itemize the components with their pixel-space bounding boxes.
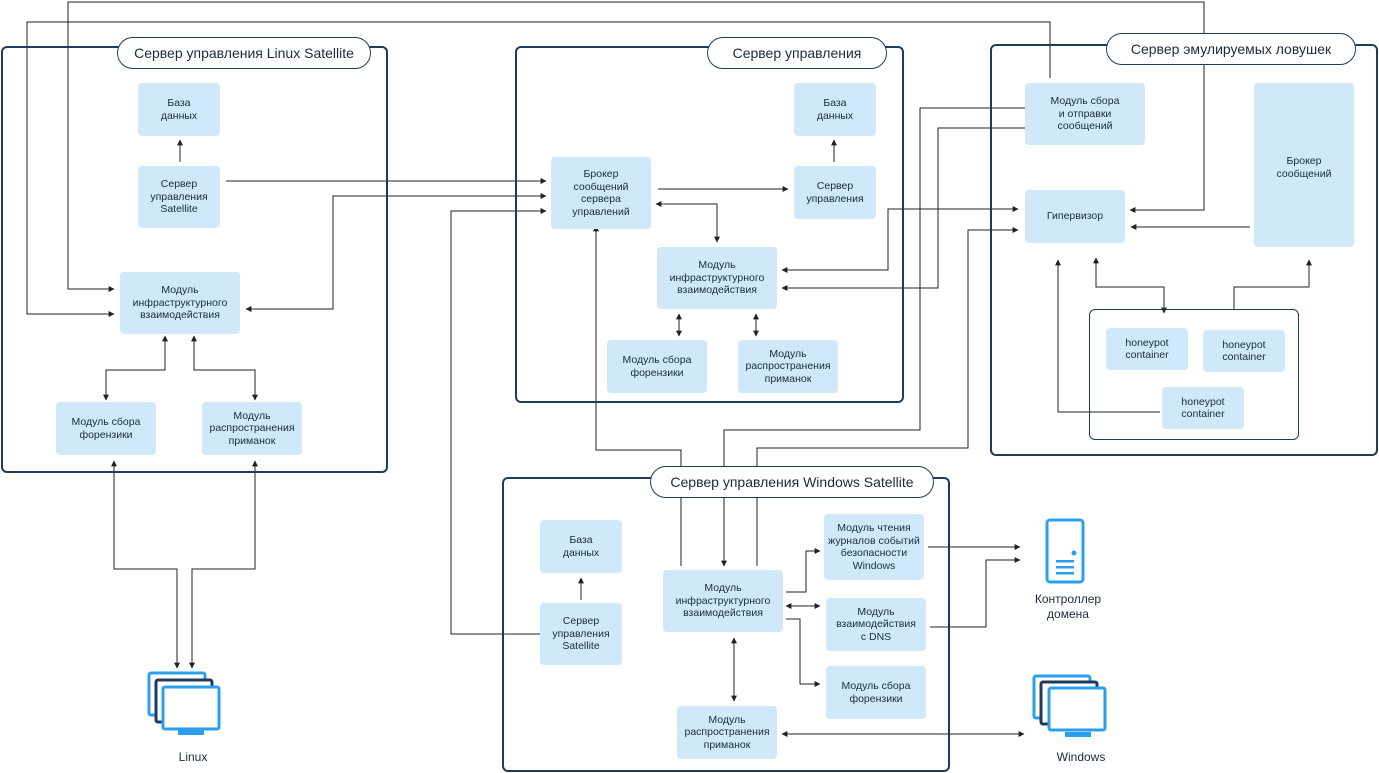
honeypot-message-broker: Брокер сообщений <box>1254 83 1354 247</box>
domain-controller-label: Контроллер домена <box>1034 592 1102 621</box>
windows-satellite-server: Сервер управления Satellite <box>540 603 622 665</box>
mgmt-message-broker: Брокер сообщений сервера управлений <box>551 157 651 229</box>
windows-dns-module: Модуль взаимодействия с DNS <box>826 598 926 651</box>
windows-infra-module: Модуль инфраструктурного взаимодействия <box>663 570 783 632</box>
windows-hosts-icon <box>1032 674 1107 737</box>
linux-hosts-icon <box>147 671 221 735</box>
linux-decoys-module: Модуль распространения приманок <box>202 402 302 455</box>
honeypot-collector-module: Модуль сбора и отправки сообщений <box>1025 83 1145 145</box>
windows-hosts-label: Windows <box>1056 750 1106 764</box>
edge-linux-forensics-hosts <box>111 460 180 669</box>
mgmt-decoys-module: Модуль распространения приманок <box>738 340 838 393</box>
windows-forensics-module: Модуль сбора форензики <box>826 666 926 719</box>
linux-database: База данных <box>138 83 220 136</box>
honeypot-container-3: honeypot container <box>1162 387 1244 429</box>
mgmt-panel-title: Сервер управления <box>707 37 887 69</box>
linux-forensics-module: Модуль сбора форензики <box>56 402 156 455</box>
windows-decoys-module: Модуль распространения приманок <box>677 706 777 759</box>
honeypot-container-1: honeypot container <box>1106 328 1188 370</box>
honeypot-container-2: honeypot container <box>1203 330 1285 372</box>
linux-infra-module: Модуль инфраструктурного взаимодействия <box>120 272 240 334</box>
domain-controller-icon <box>1045 518 1085 584</box>
mgmt-database: База данных <box>794 83 876 136</box>
mgmt-forensics-module: Модуль сбора форензики <box>607 340 707 393</box>
mgmt-server: Сервер управления <box>794 166 876 219</box>
linux-satellite-server: Сервер управления Satellite <box>138 166 220 228</box>
honeypot-containers-group <box>1089 309 1299 440</box>
edge-linux-decoys-hosts <box>189 460 258 669</box>
windows-satellite-panel-title: Сервер управления Windows Satellite <box>650 466 934 498</box>
mgmt-infra-module: Модуль инфраструктурного взаимодействия <box>657 247 777 309</box>
linux-hosts-label: Linux <box>178 750 208 764</box>
windows-eventlog-module: Модуль чтения журналов событий безопасно… <box>824 514 924 580</box>
hypervisor: Гипервизор <box>1025 190 1125 243</box>
linux-satellite-panel-title: Сервер управления Linux Satellite <box>117 37 371 69</box>
honeypot-panel-title: Сервер эмулируемых ловушек <box>1106 33 1356 65</box>
windows-database: База данных <box>540 520 622 573</box>
